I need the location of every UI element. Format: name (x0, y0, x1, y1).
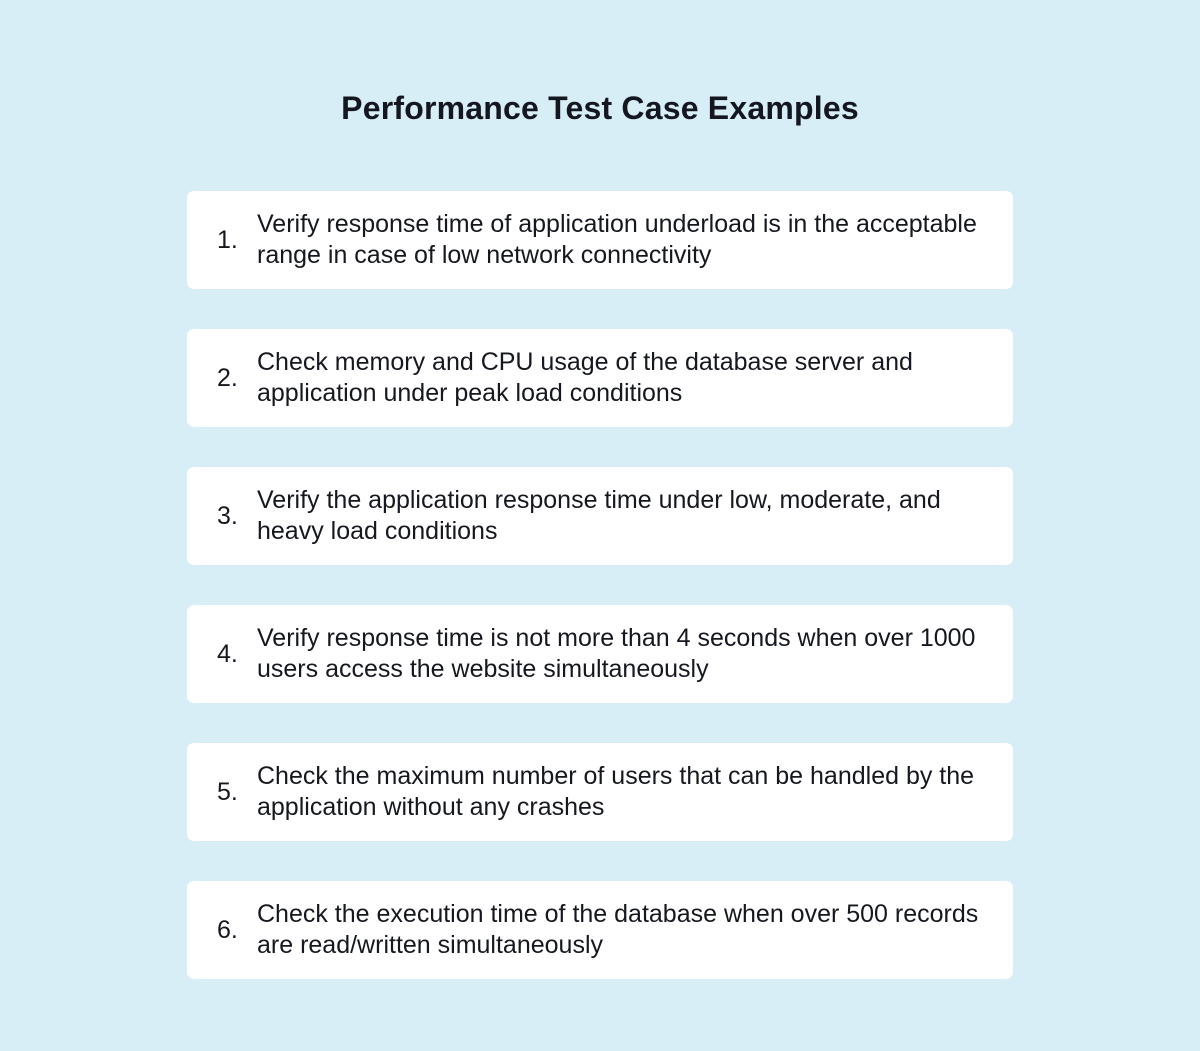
test-case-card: 3. Verify the application response time … (187, 467, 1013, 565)
test-case-card: 6. Check the execution time of the datab… (187, 881, 1013, 979)
page-title: Performance Test Case Examples (341, 90, 859, 126)
test-case-text: Verify the application response time und… (257, 486, 941, 545)
test-case-card: 4. Verify response time is not more than… (187, 605, 1013, 703)
test-case-number: 3. (217, 501, 238, 530)
test-case-number: 4. (217, 639, 238, 668)
test-case-text: Check the execution time of the database… (257, 900, 979, 959)
test-case-text: Check memory and CPU usage of the databa… (257, 348, 913, 407)
test-case-text: Verify response time of application unde… (257, 210, 977, 269)
test-case-card: 1. Verify response time of application u… (187, 191, 1013, 289)
test-case-number: 6. (217, 915, 238, 944)
test-case-number: 5. (217, 777, 238, 806)
test-case-number: 2. (217, 363, 238, 392)
test-case-number: 1. (217, 225, 238, 254)
test-case-list: 1. Verify response time of application u… (187, 191, 1013, 979)
test-case-card: 5. Check the maximum number of users tha… (187, 743, 1013, 841)
test-case-card: 2. Check memory and CPU usage of the dat… (187, 329, 1013, 427)
test-case-text: Check the maximum number of users that c… (257, 762, 975, 821)
test-case-text: Verify response time is not more than 4 … (257, 624, 976, 683)
